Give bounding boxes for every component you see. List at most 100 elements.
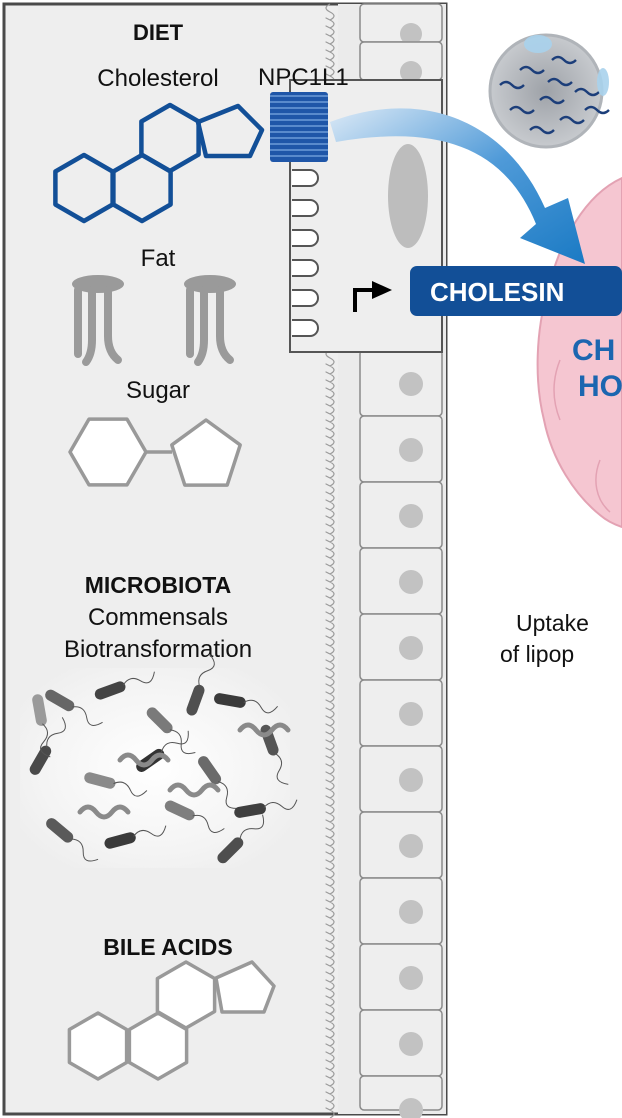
bacteria-icon	[29, 653, 298, 864]
microvilli	[292, 169, 319, 337]
cholesterol-pentagon	[195, 103, 265, 159]
flagellum	[243, 699, 279, 714]
flagellum	[160, 730, 189, 753]
biotransformation-label: Biotransformation	[64, 636, 252, 663]
bacterium	[186, 684, 205, 716]
cell-nucleus	[399, 636, 423, 660]
liver-text-line1: CH	[572, 334, 615, 367]
flagellum	[113, 781, 148, 797]
cholesterol-label: Cholesterol	[97, 65, 218, 92]
lipid-squiggle	[539, 95, 565, 105]
microvillus	[292, 169, 319, 187]
sugar-ring-icon	[68, 417, 242, 487]
bacterium	[46, 818, 74, 843]
flagellum	[46, 717, 66, 748]
cell-nucleus	[399, 1032, 423, 1056]
npc1l1-label: NPC1L1	[258, 64, 349, 91]
flagellum	[192, 814, 225, 833]
cholesterol-ring-icon	[53, 102, 265, 224]
brush-border	[325, 3, 335, 93]
lipid-tail	[216, 286, 234, 364]
bile-acid-pentagon	[214, 960, 276, 1014]
flagellum	[70, 838, 99, 862]
bacterium	[94, 681, 126, 700]
spiral-bacterium	[77, 804, 131, 820]
transcription-arrow-head	[372, 281, 392, 299]
lipid-squiggle	[509, 105, 535, 115]
cell-nucleus	[399, 504, 423, 528]
cell-nucleus	[400, 61, 422, 83]
lipid-tail	[82, 286, 96, 366]
lipid-squiggle	[529, 125, 555, 135]
bile-acid-hexagon	[67, 1011, 129, 1081]
lipid-squiggle	[519, 65, 545, 75]
flagellum	[40, 723, 51, 758]
bacterium	[234, 803, 266, 818]
sugar-pentagon	[170, 418, 242, 487]
uptake-text-line1: Uptake	[516, 610, 589, 636]
commensals-label: Commensals	[88, 604, 228, 631]
microvillus	[292, 229, 319, 247]
cell-nucleus	[399, 1098, 423, 1118]
cell-nucleus	[399, 372, 423, 396]
flagellum	[263, 799, 298, 810]
cholesin-label: CHOLESIN	[430, 277, 564, 307]
bacterium	[104, 832, 136, 849]
lipid-tail	[194, 286, 208, 366]
flagellum	[274, 752, 289, 785]
bacterium	[214, 693, 246, 708]
spiral-bacterium	[237, 722, 291, 738]
cell-nucleus	[399, 438, 423, 462]
cell-nucleus	[400, 23, 422, 45]
bacterium	[32, 694, 47, 726]
sugar-label: Sugar	[126, 377, 190, 404]
enterocyte-nucleus	[388, 144, 428, 248]
flagellum	[122, 671, 155, 686]
npc1l1-transporter-icon	[270, 92, 328, 162]
microvillus	[292, 289, 319, 307]
lipoprotein-particle-icon	[488, 33, 610, 149]
cell-nucleus	[399, 834, 423, 858]
bacterium	[29, 745, 52, 775]
bacterium	[164, 800, 195, 821]
lipid-tail	[104, 286, 122, 364]
bacterium	[217, 837, 244, 864]
cell-nucleus	[399, 900, 423, 924]
cell-nucleus	[399, 570, 423, 594]
cell-nucleus	[399, 966, 423, 990]
diet-heading: DIET	[133, 20, 184, 45]
brush-border	[325, 349, 335, 1118]
flagellum	[239, 814, 265, 841]
microbiota-heading: MICROBIOTA	[85, 572, 232, 598]
lipid-squiggle	[559, 115, 585, 125]
fat-lipid-icon	[72, 275, 236, 366]
flagellum	[198, 653, 215, 688]
sugar-hexagon	[68, 417, 148, 487]
flagellum	[72, 706, 103, 726]
bacterium	[45, 689, 75, 712]
bacterium	[198, 756, 222, 785]
lipid-squiggle	[574, 87, 600, 97]
bile-acid-hexagon	[155, 960, 217, 1030]
microvillus	[292, 259, 319, 277]
lipid-squiggle	[551, 55, 577, 65]
microvillus	[292, 199, 319, 217]
cell-nucleus	[399, 702, 423, 726]
cholesin-box	[410, 266, 622, 316]
flagellum	[133, 825, 167, 837]
microvillus	[292, 319, 319, 337]
lipid-squiggle	[584, 105, 610, 115]
fat-label: Fat	[141, 245, 176, 272]
uptake-text-line2: of lipop	[500, 641, 574, 667]
lipid-squiggle	[547, 77, 573, 87]
spiral-bacterium	[117, 752, 171, 768]
cell-nucleus	[399, 768, 423, 792]
bacterium	[84, 772, 116, 789]
spiral-bacterium	[167, 782, 221, 798]
bacterium	[146, 707, 173, 734]
bile-acid-ring-icon	[67, 960, 276, 1081]
lipid-squiggle	[499, 80, 525, 90]
flagellum	[217, 780, 240, 809]
transcription-start-arrow-icon	[353, 288, 378, 312]
